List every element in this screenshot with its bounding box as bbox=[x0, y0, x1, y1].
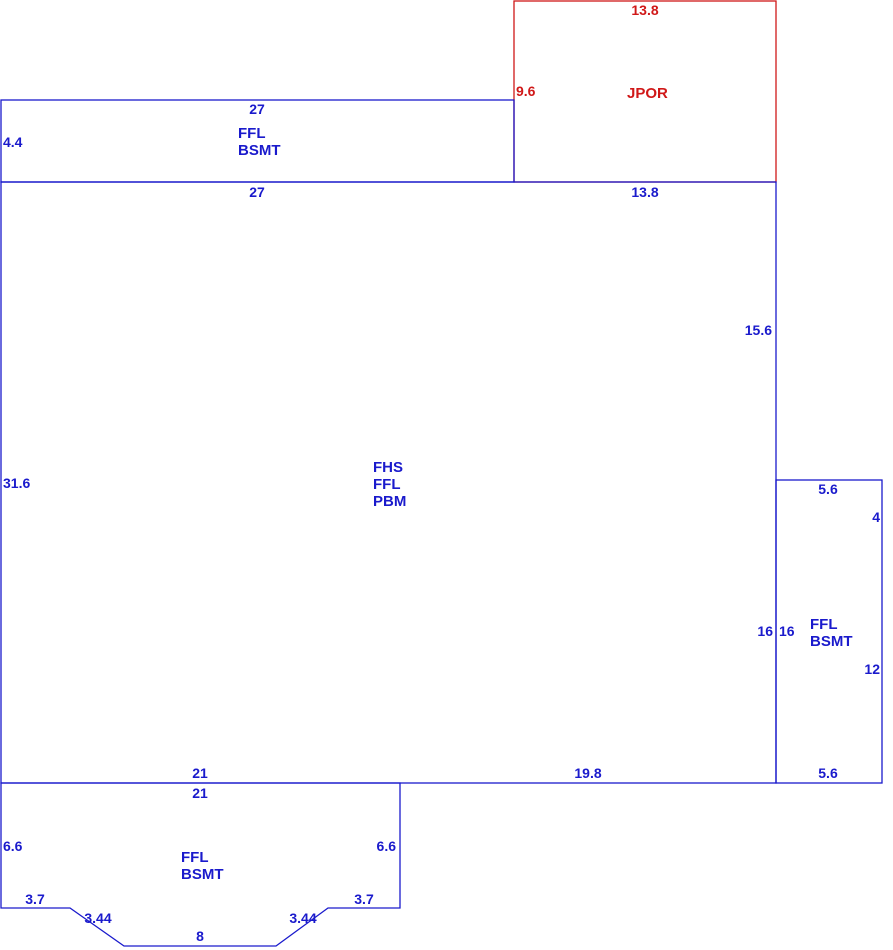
bottom-bay-dim-right: 6.6 bbox=[377, 838, 397, 854]
porch-label: JPOR bbox=[627, 85, 668, 102]
right-basement-wing: 5.6 4 16 12 5.6 FFL BSMT bbox=[775, 479, 883, 784]
bottom-bay-dim-step-left: 3.7 bbox=[25, 891, 45, 907]
right-wing-dim-right-lower: 12 bbox=[864, 661, 880, 677]
top-strip-dim-left: 4.4 bbox=[3, 134, 23, 150]
porch-area: 13.8 9.6 JPOR bbox=[513, 0, 777, 183]
main-living-area: 27 13.8 15.6 16 19.8 21 31.6 FHS FFL PBM bbox=[0, 181, 777, 784]
bottom-bay-dim-left: 6.6 bbox=[3, 838, 23, 854]
main-label-line1: FHS bbox=[373, 459, 403, 476]
bottom-bay-label-line2: BSMT bbox=[181, 866, 224, 883]
main-dim-right-lower: 16 bbox=[757, 623, 773, 639]
porch-dim-top: 13.8 bbox=[631, 2, 658, 18]
bottom-bay-dim-top: 21 bbox=[192, 785, 208, 801]
top-strip-dim-top: 27 bbox=[249, 101, 265, 117]
top-strip-label-line2: BSMT bbox=[238, 142, 281, 159]
right-wing-dim-top: 5.6 bbox=[818, 481, 838, 497]
right-wing-dim-right-upper: 4 bbox=[872, 509, 880, 525]
top-basement-strip: 27 4.4 FFL BSMT bbox=[0, 99, 515, 183]
top-strip-label-line1: FFL bbox=[238, 125, 266, 142]
main-dim-right-upper: 15.6 bbox=[745, 322, 772, 338]
right-wing-outline bbox=[775, 479, 883, 784]
main-label-line3: PBM bbox=[373, 493, 406, 510]
bottom-bay-dim-bottom: 8 bbox=[196, 928, 204, 944]
right-wing-dim-bottom: 5.6 bbox=[818, 765, 838, 781]
main-dim-top-left: 27 bbox=[249, 184, 265, 200]
main-label-line2: FFL bbox=[373, 476, 401, 493]
bottom-bay-outline bbox=[0, 782, 401, 947]
bottom-bay-label-line1: FFL bbox=[181, 849, 209, 866]
main-dim-left: 31.6 bbox=[3, 475, 30, 491]
right-wing-dim-left: 16 bbox=[779, 623, 795, 639]
bottom-bay-basement: 21 6.6 6.6 3.7 3.7 3.44 3.44 8 FFL BSMT bbox=[0, 782, 401, 947]
bottom-bay-dim-angle-left: 3.44 bbox=[84, 910, 111, 926]
right-wing-label-line2: BSMT bbox=[810, 633, 853, 650]
bottom-bay-dim-step-right: 3.7 bbox=[354, 891, 374, 907]
bottom-bay-dim-angle-right: 3.44 bbox=[289, 910, 316, 926]
main-dim-top-right: 13.8 bbox=[631, 184, 658, 200]
main-dim-bottom-right: 19.8 bbox=[574, 765, 601, 781]
porch-dim-left: 9.6 bbox=[516, 83, 536, 99]
main-dim-bottom-left: 21 bbox=[192, 765, 208, 781]
right-wing-label-line1: FFL bbox=[810, 616, 838, 633]
